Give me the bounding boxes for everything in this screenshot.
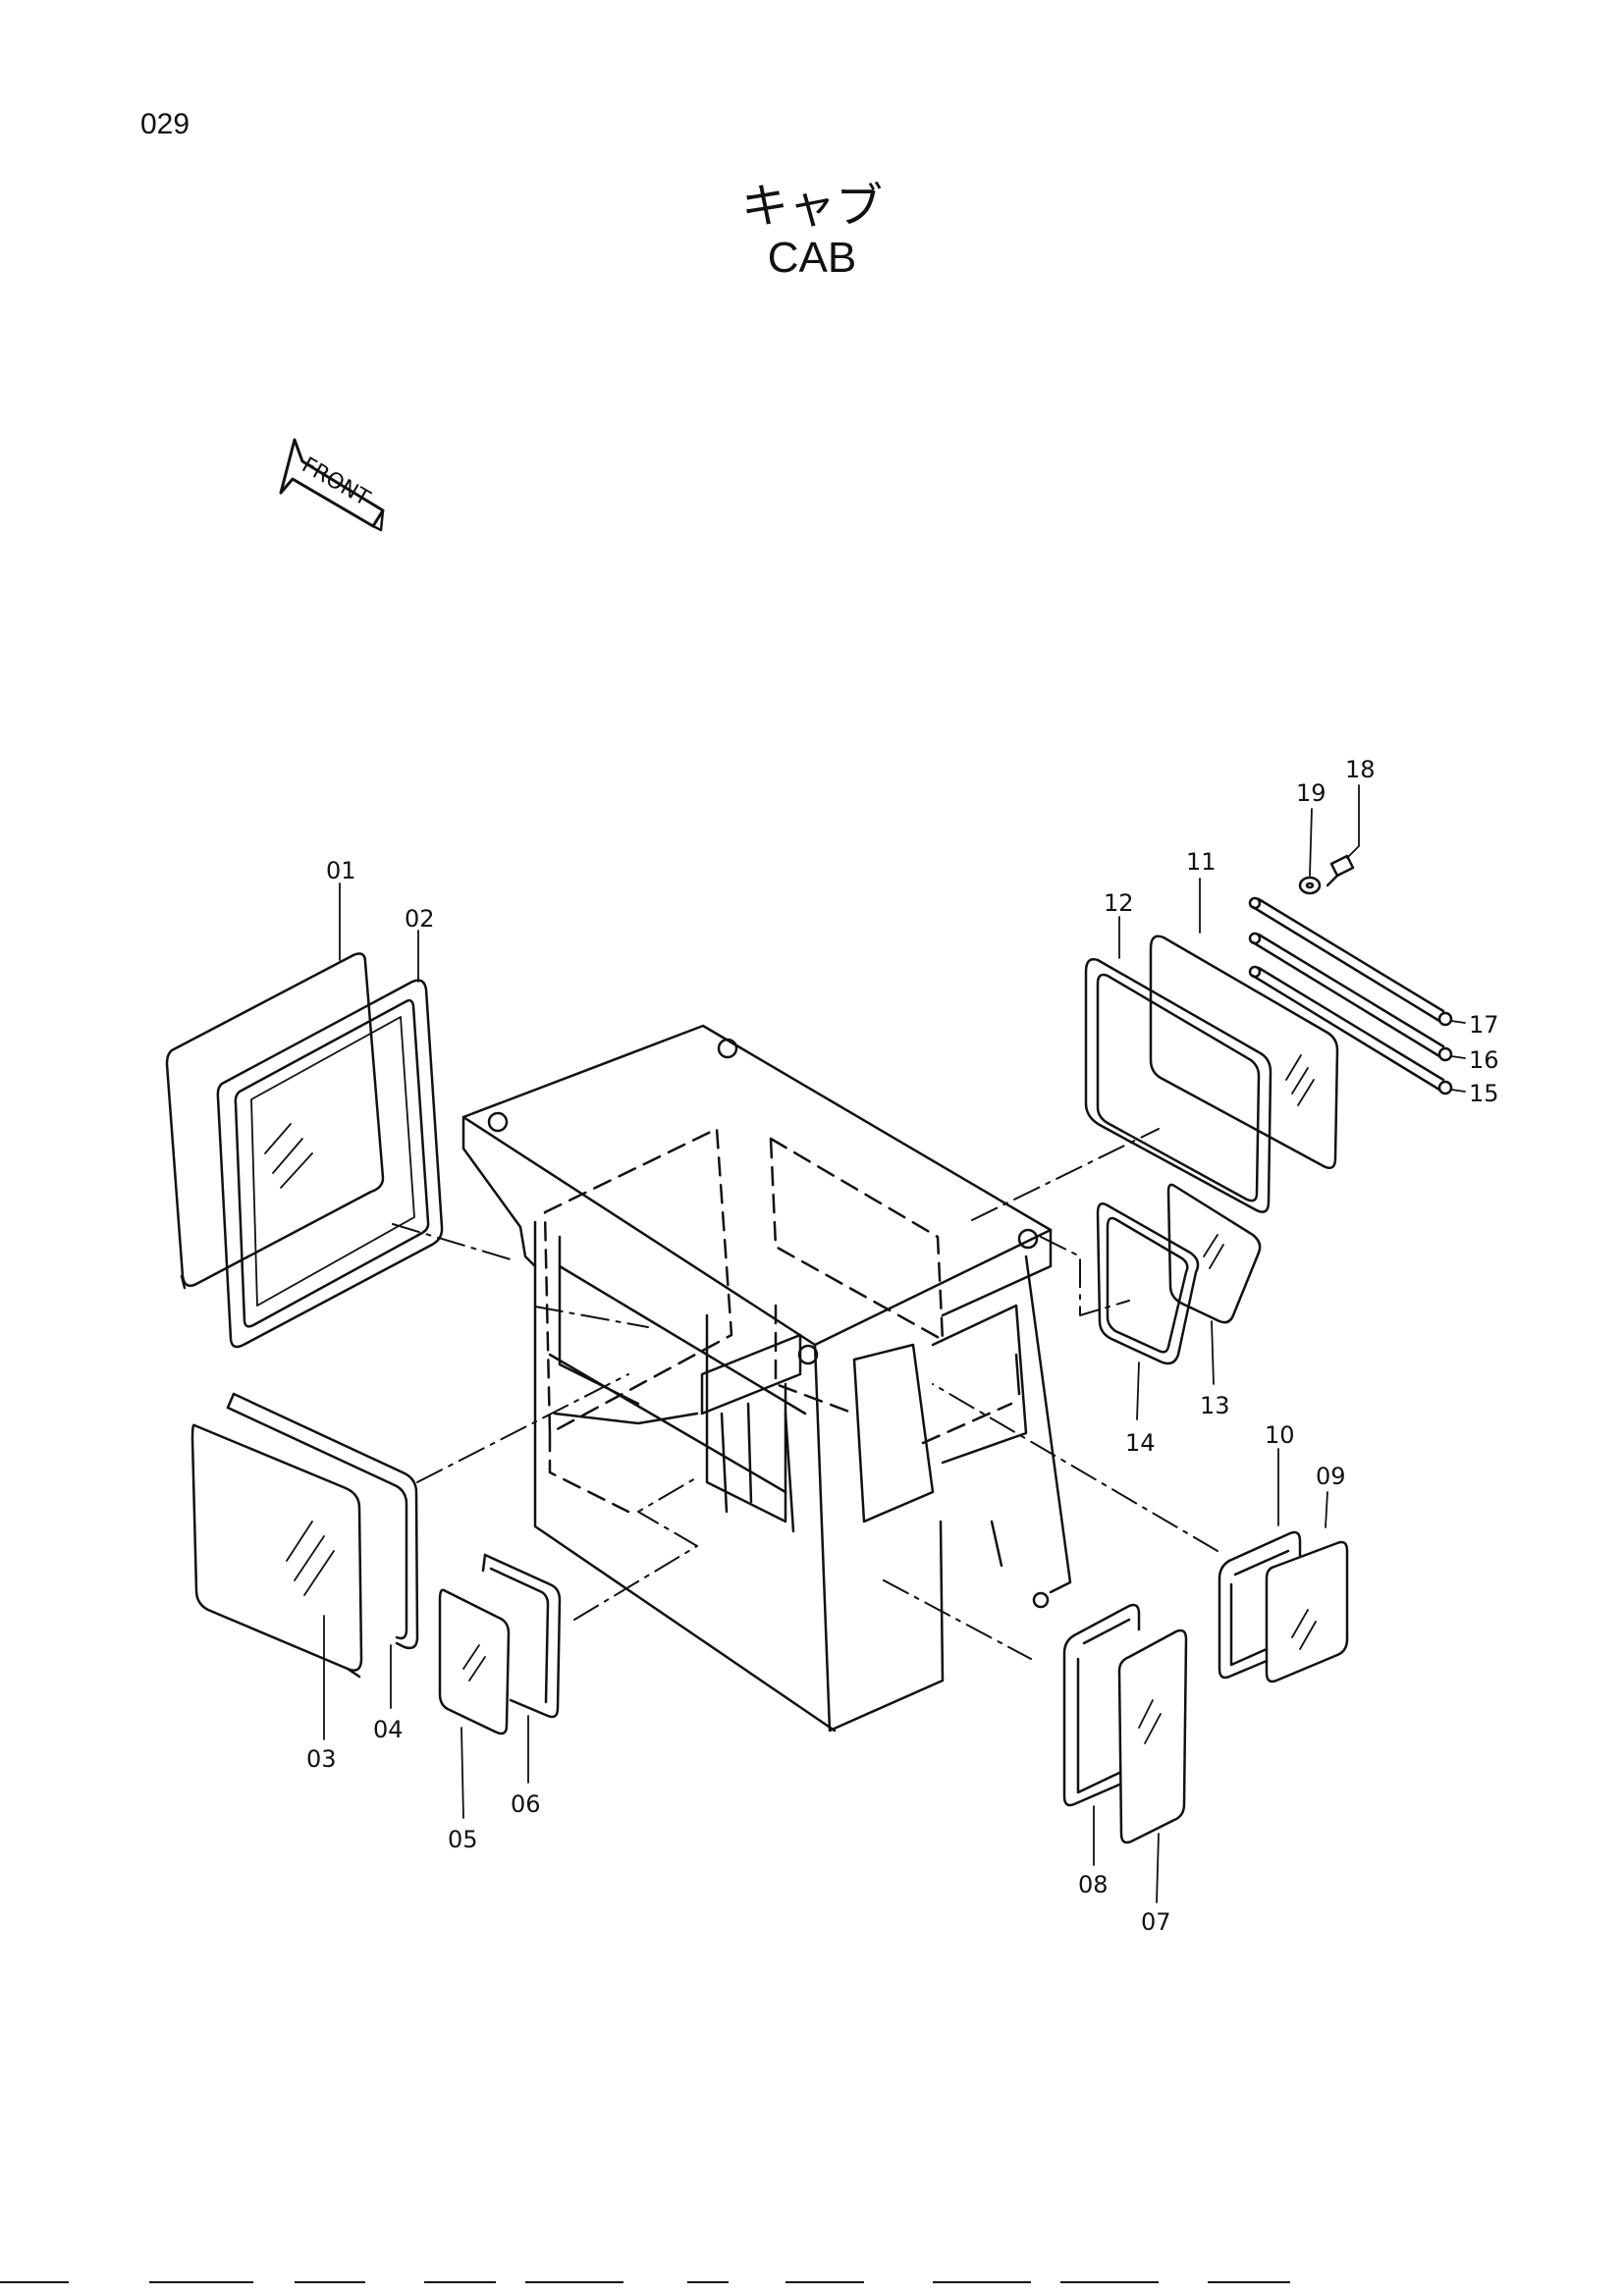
cab-body [461, 1024, 1072, 1733]
part-01-front-glass [165, 952, 385, 1290]
callout-leaders [323, 784, 1466, 1903]
callout-13: 13 [1200, 1392, 1230, 1419]
callout-08: 08 [1078, 1871, 1109, 1898]
part-12-weatherstrip [1084, 958, 1272, 1213]
part-07-door-glass [1117, 1629, 1188, 1844]
part-08-weatherstrip [1062, 1603, 1141, 1807]
callout-06: 06 [511, 1790, 541, 1818]
part-09-glass [1265, 1540, 1349, 1683]
callout-09: 09 [1316, 1463, 1346, 1490]
callout-18: 18 [1345, 756, 1376, 783]
part-17-rod [1248, 896, 1453, 1027]
callout-17: 17 [1469, 1011, 1499, 1039]
callout-numbers: 01 02 03 04 05 06 07 08 09 10 11 12 13 1… [306, 756, 1499, 1936]
callout-19: 19 [1296, 779, 1326, 807]
part-04-weatherstrip [226, 1392, 419, 1650]
callout-12: 12 [1104, 889, 1134, 917]
callout-07: 07 [1141, 1908, 1171, 1936]
part-13-corner-glass [1166, 1183, 1262, 1324]
part-19-washer-icon [1298, 876, 1322, 895]
callout-04: 04 [373, 1716, 404, 1743]
part-14-weatherstrip [1096, 1202, 1200, 1365]
callout-10: 10 [1265, 1421, 1295, 1449]
part-06-weatherstrip [481, 1553, 562, 1719]
callout-15: 15 [1469, 1080, 1499, 1107]
part-16-rod [1248, 932, 1453, 1062]
front-arrow-icon [279, 438, 385, 532]
title-english: CAB [767, 234, 857, 282]
part-02-weatherstrip [216, 979, 444, 1349]
callout-05: 05 [448, 1826, 478, 1853]
part-11-rear-glass [1149, 934, 1339, 1169]
page-number: 029 [140, 108, 190, 140]
callout-16: 16 [1469, 1046, 1499, 1074]
part-10-weatherstrip [1218, 1530, 1302, 1680]
part-15-rod [1248, 965, 1453, 1095]
title-japanese: キャブ [740, 179, 883, 234]
part-03-side-glass [190, 1423, 363, 1679]
callout-01: 01 [326, 857, 356, 884]
callout-14: 14 [1125, 1429, 1156, 1457]
callout-02: 02 [405, 905, 435, 933]
callout-03: 03 [306, 1745, 337, 1773]
part-05-glass [438, 1588, 511, 1735]
callout-11: 11 [1186, 848, 1217, 876]
leader-lines [392, 1128, 1218, 1660]
part-18-bolt-icon [1326, 854, 1355, 887]
